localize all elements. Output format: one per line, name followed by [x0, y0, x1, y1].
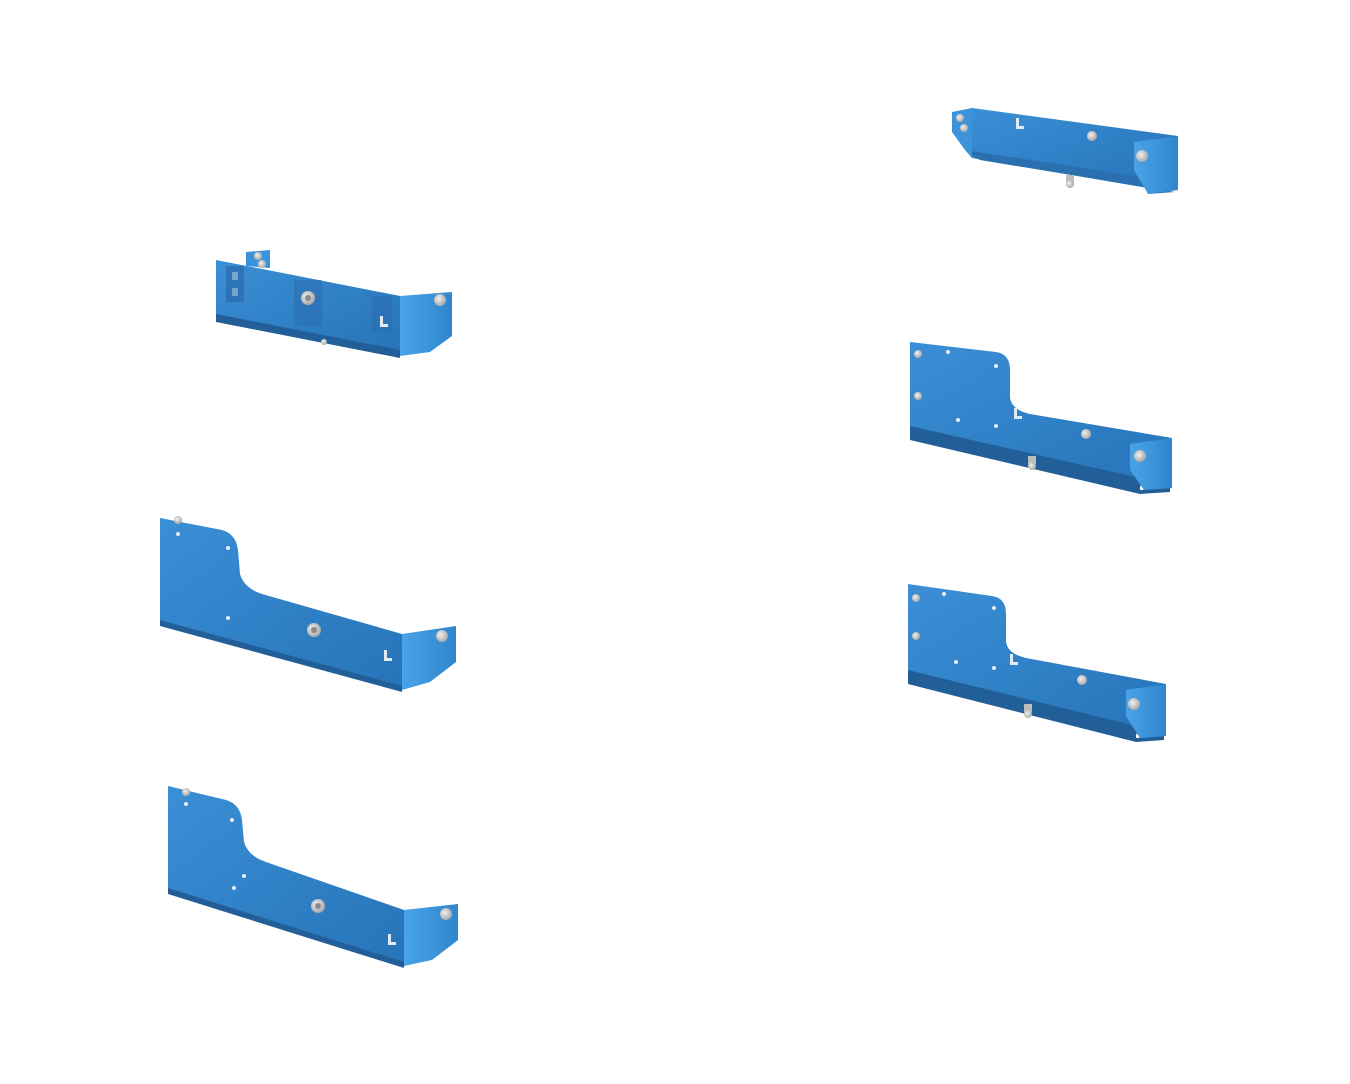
- bracket-middle-right: [910, 342, 1172, 494]
- stud-icon: [956, 114, 1074, 188]
- stud-icon: [254, 252, 327, 345]
- stud-icon: [174, 516, 321, 637]
- bracket-upper-left: [216, 250, 452, 358]
- bracket-lower-right: [908, 584, 1166, 742]
- stud-icon: [182, 788, 325, 913]
- bracket-top-right: [952, 108, 1178, 194]
- bracket-middle-left: [160, 516, 456, 692]
- stud-icon: [914, 350, 1036, 470]
- stud-icon: [912, 594, 1032, 718]
- bracket-bottom-left: [168, 786, 458, 968]
